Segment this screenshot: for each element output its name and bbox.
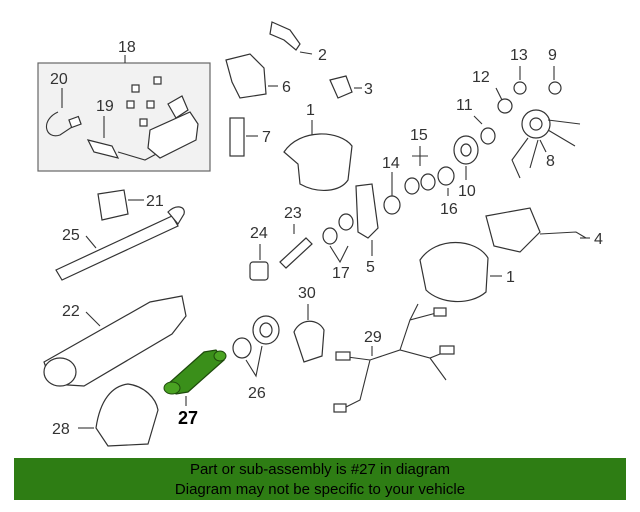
callout-12[interactable]: 12 [472,69,490,86]
bearing-parts [383,135,479,215]
part-28 [95,383,159,447]
callout-8[interactable]: 8 [546,153,555,170]
callout-17[interactable]: 17 [332,265,350,282]
part-4-switch [485,207,541,253]
part-17-bearings [322,213,354,245]
callout-23[interactable]: 23 [284,205,302,222]
part-1-lower-cover [419,241,489,303]
callout-19[interactable]: 19 [96,98,114,115]
part-9 [548,81,562,95]
callout-20[interactable]: 20 [50,71,68,88]
info-banner: Part or sub-assembly is #27 in diagram D… [14,458,626,500]
callout-29[interactable]: 29 [364,329,382,346]
screws [126,76,162,127]
callout-1-lower[interactable]: 1 [506,269,515,286]
part-2-lever [269,21,301,51]
callout-13[interactable]: 13 [510,47,528,64]
part-7 [229,117,245,157]
part-19 [86,139,120,159]
part-18-switch [147,111,199,159]
part-24 [249,261,269,281]
callout-2[interactable]: 2 [318,47,327,64]
banner-line-1: Part or sub-assembly is #27 in diagram [189,461,451,478]
callout-6[interactable]: 6 [282,79,291,96]
callout-16[interactable]: 16 [440,201,458,218]
callout-15[interactable]: 15 [410,127,428,144]
callout-1-upper[interactable]: 1 [306,102,315,119]
callout-25[interactable]: 25 [62,227,80,244]
part-5-bracket [355,183,379,239]
callout-3[interactable]: 3 [364,81,373,98]
part-26-bearings [232,315,280,359]
part-21 [97,189,129,221]
callout-27[interactable]: 27 [178,408,198,428]
callout-4[interactable]: 4 [594,231,603,248]
part-13 [513,81,527,95]
callout-21[interactable]: 21 [146,193,164,210]
part-30 [293,320,325,363]
callout-18[interactable]: 18 [118,39,136,56]
callout-22[interactable]: 22 [62,303,80,320]
callout-30[interactable]: 30 [298,285,316,302]
part-6 [225,53,267,99]
callout-7[interactable]: 7 [262,129,271,146]
part-12 [497,98,513,114]
parts-diagram: 18 20 19 2 6 3 7 1 15 14 [37,21,603,447]
callout-28[interactable]: 28 [52,421,70,438]
callout-9[interactable]: 9 [548,47,557,64]
callout-11[interactable]: 11 [456,97,473,114]
callout-14[interactable]: 14 [382,155,400,172]
part-23 [279,237,313,269]
part-20-sensor [46,111,76,137]
part-1-upper-cover [283,133,353,191]
banner-line-2: Diagram may not be specific to your vehi… [174,481,466,498]
part-8-clockspring [511,109,581,179]
part-3 [329,75,353,99]
callout-26[interactable]: 26 [248,385,266,402]
callout-24[interactable]: 24 [250,225,268,242]
callout-5[interactable]: 5 [366,259,375,276]
part-11 [480,127,496,145]
callout-10[interactable]: 10 [458,183,476,200]
part-29-harness [333,303,455,413]
part-27-highlighted[interactable] [163,349,227,395]
part-25-shaft [55,215,179,281]
